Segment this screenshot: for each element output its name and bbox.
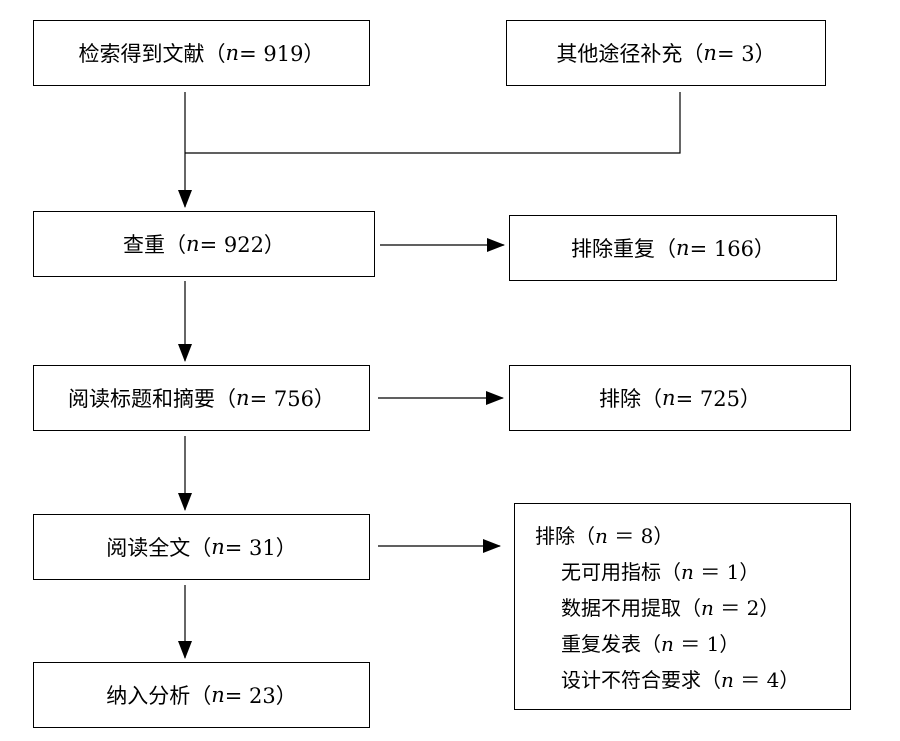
- box-full-text-review: 阅读全文（n = 31）: [33, 514, 370, 580]
- reason-label: 数据不用提取（: [561, 596, 701, 620]
- reason-count: ＝ 4）: [733, 668, 800, 692]
- exclusion-reason: 设计不符合要求（n ＝ 4）: [535, 662, 850, 698]
- box-label: 排除（: [599, 387, 663, 411]
- box-label: 纳入分析（: [106, 684, 212, 708]
- box-label: 检索得到文献（: [78, 42, 226, 66]
- box-other-sources: 其他途径补充（n = 3）: [506, 20, 826, 86]
- box-label: 阅读标题和摘要（: [68, 387, 237, 411]
- n-symbol: n: [703, 41, 717, 65]
- reason-label: 重复发表（: [561, 632, 661, 656]
- n-symbol: n: [595, 524, 608, 548]
- n-symbol: n: [211, 535, 225, 559]
- box-label: 排除（: [535, 524, 595, 548]
- connector-other-merge: [185, 92, 681, 154]
- n-symbol: n: [211, 683, 225, 707]
- n-symbol: n: [681, 560, 694, 584]
- box-duplicates-removed: 排除重复（n = 166）: [509, 215, 837, 281]
- reason-count: ＝ 1）: [673, 632, 740, 656]
- box-count: = 919）: [239, 42, 325, 66]
- exclusion-total: 排除（n ＝ 8）: [535, 518, 850, 554]
- exclusion-reason: 重复发表（n ＝ 1）: [535, 626, 850, 662]
- reason-count: ＝ 2）: [713, 596, 780, 620]
- box-count: = 31）: [224, 536, 297, 560]
- box-count: ＝ 8）: [607, 524, 674, 548]
- box-count: = 3）: [716, 42, 776, 66]
- exclusion-reason: 数据不用提取（n ＝ 2）: [535, 590, 850, 626]
- box-search-results: 检索得到文献（n = 919）: [33, 20, 370, 86]
- box-included-analysis: 纳入分析（n = 23）: [33, 662, 370, 728]
- box-excluded-full-text: 排除（n ＝ 8） 无可用指标（n ＝ 1） 数据不用提取（n ＝ 2） 重复发…: [514, 503, 851, 710]
- n-symbol: n: [236, 386, 250, 410]
- box-count: = 725）: [675, 387, 761, 411]
- box-title-abstract-screening: 阅读标题和摘要（n = 756）: [33, 365, 370, 431]
- box-count: = 23）: [224, 684, 297, 708]
- box-label: 阅读全文（: [106, 536, 212, 560]
- box-excluded-screening: 排除（n = 725）: [509, 365, 851, 431]
- box-count: = 922）: [199, 233, 285, 257]
- n-symbol: n: [662, 386, 676, 410]
- box-deduplication: 查重（n = 922）: [33, 211, 375, 277]
- n-symbol: n: [225, 41, 240, 65]
- exclusion-reason: 无可用指标（n ＝ 1）: [535, 554, 850, 590]
- reason-count: ＝ 1）: [693, 560, 760, 584]
- n-symbol: n: [661, 632, 674, 656]
- n-symbol: n: [186, 232, 200, 256]
- n-symbol: n: [701, 596, 714, 620]
- reason-label: 设计不符合要求（: [561, 668, 721, 692]
- reason-label: 无可用指标（: [561, 560, 681, 584]
- box-count: = 166）: [689, 237, 775, 261]
- box-label: 排除重复（: [571, 237, 677, 261]
- box-count: = 756）: [249, 387, 335, 411]
- n-symbol: n: [721, 668, 734, 692]
- box-label: 其他途径补充（: [556, 42, 704, 66]
- n-symbol: n: [676, 236, 690, 260]
- box-label: 查重（: [123, 233, 187, 257]
